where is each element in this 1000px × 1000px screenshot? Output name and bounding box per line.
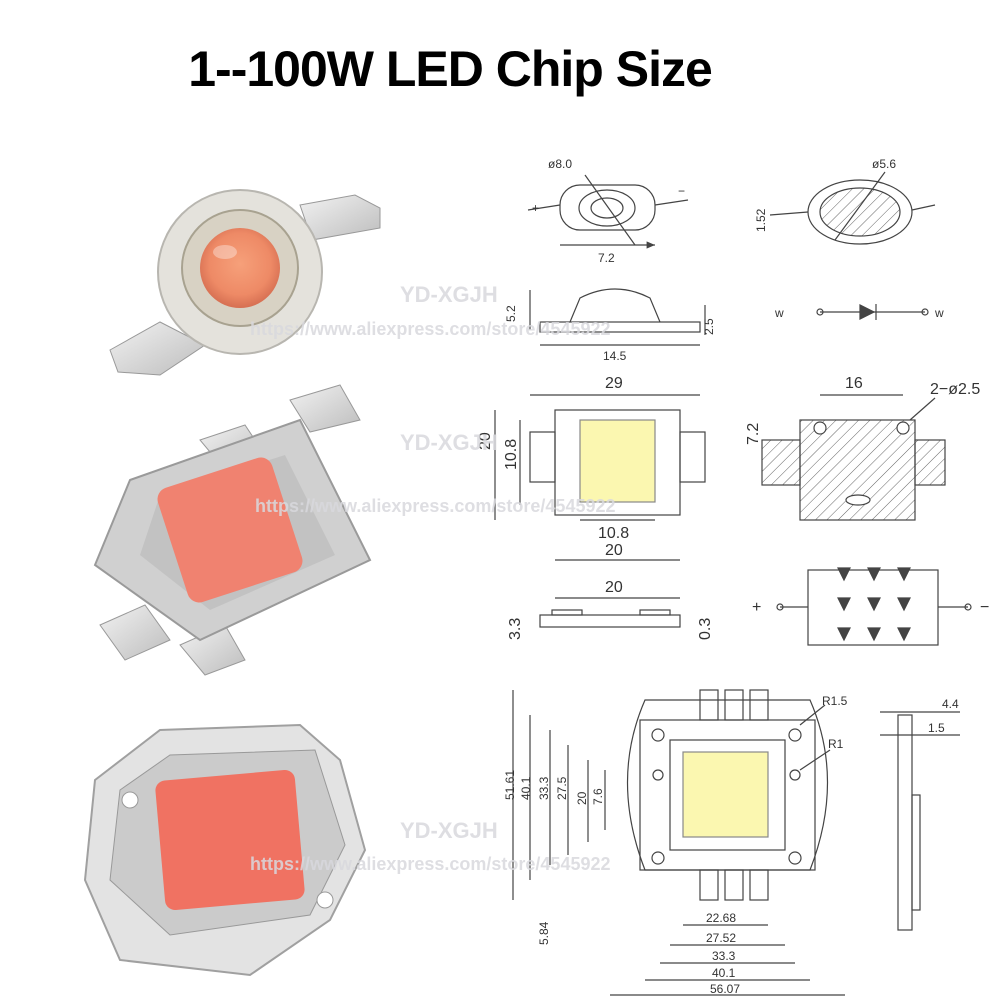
circuit-1w-right: w [934, 306, 944, 320]
dim-100w-radius-15: R1.5 [822, 694, 848, 708]
dim-1w-plus: + [532, 201, 539, 215]
drawing-10w-side [539, 597, 681, 628]
dim-100w-w-33: 33.3 [712, 949, 736, 963]
dim-100w-h-33: 33.3 [537, 776, 551, 800]
dim-1w-side-height: 5.2 [504, 305, 518, 322]
watermark-url-10w: https://www.aliexpress.com/store/4545922 [255, 496, 616, 516]
circuit-1w-left: w [774, 306, 784, 320]
dim-1w-minus: − [678, 184, 685, 198]
dim-1w-lead-height: 2.5 [702, 318, 716, 335]
dim-1w-bottom-thick: 1.52 [754, 208, 768, 232]
circuit-10w [776, 567, 972, 646]
photo-1w-led [109, 189, 381, 376]
dim-1w-lens-dia: ø8.0 [548, 157, 572, 171]
drawing-1w-top [527, 174, 689, 249]
watermark-url-100w: https://www.aliexpress.com/store/4545922 [250, 854, 611, 874]
lead-left [109, 321, 206, 376]
dim-1w-dome-dia: ø5.6 [872, 157, 896, 171]
dim-10w-side-width: 20 [605, 579, 623, 596]
dim-100w-h-40: 40.1 [519, 776, 533, 800]
drawing-1w-back [769, 171, 936, 245]
drawing-10w-back [761, 394, 946, 521]
dim-100w-w-22: 22.68 [706, 911, 736, 925]
watermark-brand-10w: YD-XGJH [400, 430, 498, 455]
dim-1w-body-width: 7.2 [598, 251, 615, 265]
dim-100w-h-20: 20 [575, 791, 589, 805]
dim-10w-holes: 2−ø2.5 [930, 381, 980, 398]
dim-100w-radius-1: R1 [828, 737, 844, 751]
dim-10w-hole-spacing: 16 [845, 375, 863, 392]
page-title: 1--100W LED Chip Size [188, 41, 713, 97]
drawing-100w-side [880, 711, 960, 931]
dim-10w-thick-left: 3.3 [507, 618, 524, 640]
dim-100w-thick-44: 4.4 [942, 697, 959, 711]
circuit-10w-minus: − [980, 599, 989, 616]
watermark-brand-100w: YD-XGJH [400, 818, 498, 843]
dim-10w-total-width: 29 [605, 375, 623, 392]
dim-100w-h-27: 27.5 [555, 776, 569, 800]
dim-100w-h-51: 51.61 [503, 770, 517, 800]
dim-100w-w-27: 27.52 [706, 931, 736, 945]
watermark-url-1w: https://www.aliexpress.com/store/4545922 [250, 319, 611, 339]
dim-100w-w-56: 56.07 [710, 982, 740, 996]
led-10w-chip [157, 457, 303, 603]
dim-10w-height: 20 [477, 432, 494, 450]
led-100w-chip [155, 769, 305, 911]
drawing-10w-front [494, 394, 706, 561]
circuit-1w [816, 304, 929, 320]
dim-10w-thick-right: 0.3 [697, 618, 714, 640]
drawing-1w-side [529, 288, 706, 346]
led-lens [200, 228, 280, 308]
dim-100w-w-40: 40.1 [712, 966, 736, 980]
dim-100w-h-5: 5.84 [537, 921, 551, 945]
drawing-100w-front [512, 689, 845, 996]
photo-10w-led [93, 384, 372, 676]
dim-100w-h-7: 7.6 [591, 788, 605, 805]
photo-100w-led [83, 723, 367, 977]
circuit-10w-plus: + [752, 599, 761, 616]
dim-10w-chip-height: 10.8 [503, 439, 520, 470]
dim-1w-total-width: 14.5 [603, 349, 627, 363]
dim-100w-thick-15: 1.5 [928, 721, 945, 735]
dim-10w-back-height: 7.2 [745, 423, 762, 445]
watermark-brand-1w: YD-XGJH [400, 282, 498, 307]
dim-10w-body-width: 20 [605, 542, 623, 559]
dim-10w-chip-width: 10.8 [598, 525, 629, 542]
